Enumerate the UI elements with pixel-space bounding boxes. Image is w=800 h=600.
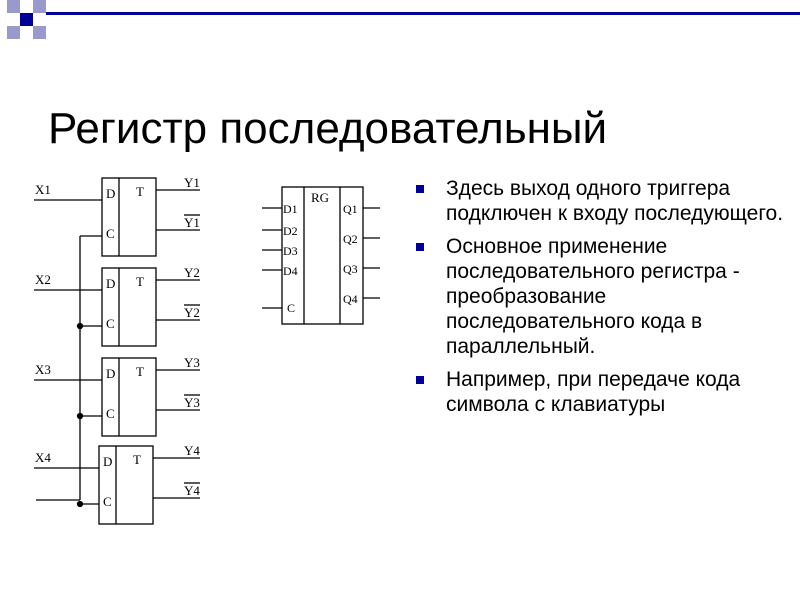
register-label: RG (311, 190, 329, 205)
bullet-item: Здесь выход одного триггера подключен к … (412, 176, 792, 226)
pin-label-d: D (103, 454, 112, 469)
trigger-type-label: T (136, 274, 144, 289)
decor-square (33, 26, 46, 39)
bullet-square-icon (416, 243, 424, 251)
trigger-box (101, 267, 157, 347)
junction-dot (76, 500, 84, 508)
register-box (281, 186, 364, 325)
output-inv-label: Y2 (184, 305, 200, 320)
trigger-box (98, 445, 154, 525)
bullet-item: Например, при передаче кода символа с кл… (412, 367, 792, 417)
header-rule (46, 12, 800, 15)
trigger-box (101, 357, 157, 437)
input-label: X3 (35, 362, 51, 377)
register-clock-label: C (287, 301, 295, 315)
register-output-label: Q4 (343, 292, 358, 306)
bullet-item: Основное применение последовательного ре… (412, 234, 792, 359)
register-input-label: D1 (283, 202, 298, 216)
input-label: X1 (35, 182, 51, 197)
register-output-label: Q3 (343, 262, 358, 276)
decor-square (20, 13, 33, 26)
bullet-square-icon (416, 185, 424, 193)
register-input-label: D4 (283, 264, 298, 278)
pin-label-c: C (103, 494, 112, 509)
decor-square (33, 0, 46, 13)
pin-label-c: C (106, 316, 115, 331)
trigger-box (101, 177, 157, 257)
decor-square (7, 0, 20, 13)
bullet-list: Здесь выход одного триггера подключен к … (412, 176, 792, 425)
output-inv-label: Y1 (184, 215, 200, 230)
register-input-label: D2 (283, 224, 298, 238)
pin-label-d: D (106, 366, 115, 381)
register-input-label: D3 (283, 244, 298, 258)
bullet-text: Например, при передаче кода символа с кл… (446, 368, 741, 416)
register-output-label: Q1 (343, 202, 358, 216)
pin-label-d: D (106, 276, 115, 291)
decor-square (7, 26, 20, 39)
output-label: Y3 (184, 355, 200, 370)
output-inv-label: Y4 (184, 483, 200, 498)
pin-label-d: D (106, 186, 115, 201)
bullet-square-icon (416, 376, 424, 384)
pin-label-c: C (106, 226, 115, 241)
input-label: X2 (35, 272, 51, 287)
input-label: X4 (35, 450, 51, 465)
bullet-text: Здесь выход одного триггера подключен к … (446, 177, 784, 225)
output-label: Y4 (184, 443, 200, 458)
output-label: Y2 (184, 265, 200, 280)
output-inv-label: Y3 (184, 395, 200, 410)
bullet-text: Основное применение последовательного ре… (446, 235, 740, 358)
trigger-type-label: T (133, 452, 141, 467)
trigger-type-label: T (136, 184, 144, 199)
output-label: Y1 (184, 175, 200, 190)
slide-header-decoration (7, 0, 800, 39)
pin-label-c: C (106, 406, 115, 421)
trigger-type-label: T (136, 364, 144, 379)
register-output-label: Q2 (343, 232, 358, 246)
slide-title: Регистр последовательный (48, 104, 608, 153)
